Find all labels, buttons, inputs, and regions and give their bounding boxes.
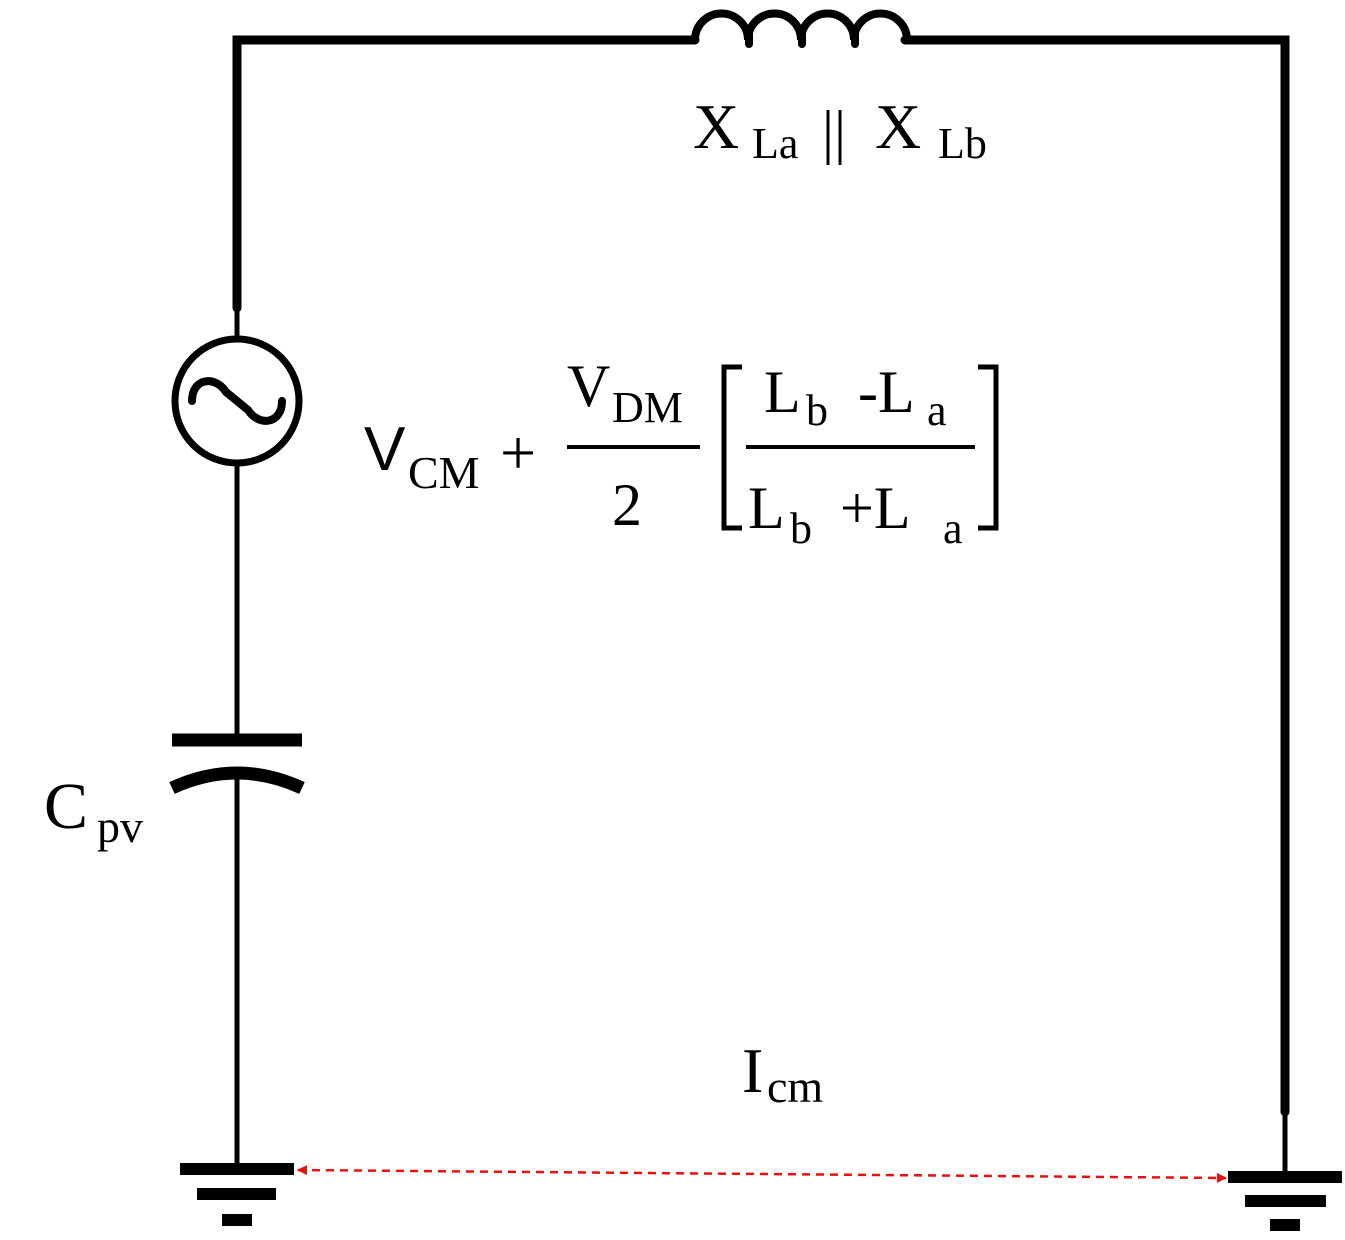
ground-icon xyxy=(180,1163,294,1226)
inductor-label-parallel: || xyxy=(822,99,846,165)
ratio-num-s1: b xyxy=(806,386,828,435)
vdm-main: V xyxy=(567,353,610,419)
ratio-num-s2: a xyxy=(927,386,947,435)
vcm-sub: CM xyxy=(408,447,480,498)
inductor-label-x1: X xyxy=(693,91,739,162)
vcm-main: V xyxy=(364,415,406,484)
ratio-den-op: +L xyxy=(840,475,911,541)
source-expression: V CM + V DM 2 L b -L a L b +L a xyxy=(364,353,999,553)
vdm-sub: DM xyxy=(612,383,683,432)
inductor-label-sub2: Lb xyxy=(938,119,987,168)
ratio-den-s2: a xyxy=(943,504,963,553)
capacitor-label-main: C xyxy=(44,770,88,843)
inductor-icon xyxy=(691,9,911,48)
wires xyxy=(232,35,1290,1176)
right-bracket xyxy=(978,364,999,531)
ratio-den-l1: L xyxy=(748,475,785,541)
left-bracket xyxy=(721,364,742,531)
capacitor-label-sub: pv xyxy=(97,801,143,852)
current-label: I cm xyxy=(742,1035,823,1112)
inductor-label-sub1: La xyxy=(752,119,798,168)
fraction-denominator: 2 xyxy=(612,472,642,538)
current-label-main: I xyxy=(742,1035,763,1106)
top-right-wire xyxy=(900,35,1290,1117)
current-label-sub: cm xyxy=(767,1061,823,1112)
inductor-label-x2: X xyxy=(875,91,921,162)
ratio-num-op: -L xyxy=(858,359,915,425)
capacitor-icon xyxy=(169,733,305,794)
ratio-den-s1: b xyxy=(790,504,812,553)
ratio-num-l1: L xyxy=(764,359,801,425)
top-left-wire xyxy=(232,35,700,313)
ac-voltage-source-icon xyxy=(171,335,303,467)
ground-icon xyxy=(1228,1171,1342,1231)
capacitor-label: C pv xyxy=(44,770,143,852)
plus-sign: + xyxy=(500,417,536,488)
common-mode-current-arrow xyxy=(297,1165,1227,1183)
inductor-label: X La || X Lb xyxy=(693,91,987,168)
